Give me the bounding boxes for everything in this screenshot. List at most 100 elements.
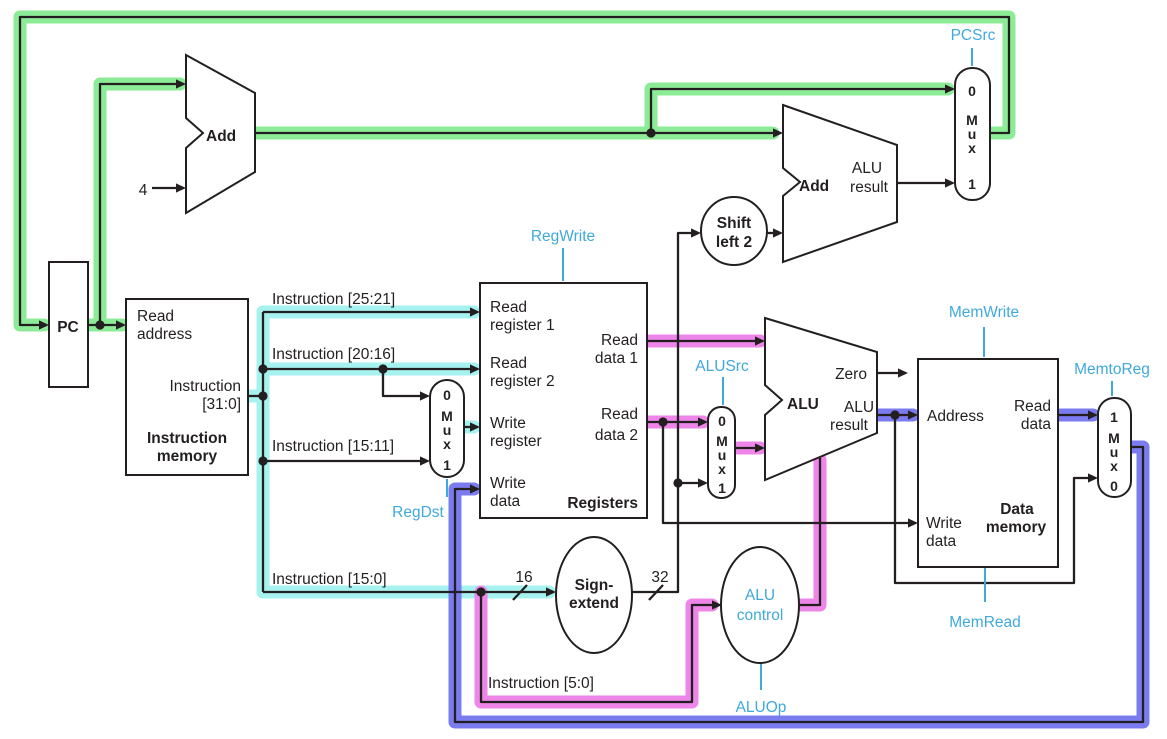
wire-arrowhead bbox=[945, 84, 955, 94]
pcmux-u: u bbox=[968, 126, 977, 142]
branch-adder bbox=[782, 103, 898, 264]
reg-wrb: register bbox=[490, 433, 542, 450]
regdstmux-u: u bbox=[443, 422, 452, 438]
regdstmux-0: 0 bbox=[443, 387, 451, 403]
dmem-name-1: Data bbox=[1000, 501, 1034, 518]
data-memory bbox=[917, 358, 1059, 568]
imem-instr: Instruction bbox=[169, 378, 241, 395]
wire-arrowhead bbox=[698, 478, 708, 488]
wire-slash32 bbox=[648, 584, 664, 601]
label-memwrite: MemWrite bbox=[949, 304, 1019, 321]
wire-pc-loop bbox=[18, 15, 1011, 327]
imem-name-2: memory bbox=[157, 448, 218, 465]
wire-arrowhead bbox=[712, 600, 722, 610]
reg-rd2a: Read bbox=[601, 406, 638, 423]
alu-result-1: ALU bbox=[844, 399, 874, 416]
wire-arrowhead bbox=[470, 422, 480, 432]
wire-arrowhead bbox=[470, 364, 480, 374]
pc-register bbox=[48, 261, 89, 388]
imem-read: Read bbox=[137, 308, 174, 325]
highlight-aluctl-out bbox=[793, 453, 827, 612]
wire-arrowhead bbox=[420, 456, 430, 466]
junction-dot bbox=[258, 391, 268, 401]
text-layer: PCSrc RegWrite RegDst ALUSrc ALUOp MemWr… bbox=[57, 27, 1150, 716]
wire-aluctl-out bbox=[799, 458, 822, 607]
regdst-mux bbox=[429, 379, 465, 478]
wire-arrowhead bbox=[176, 79, 186, 89]
wire-arrowhead bbox=[908, 410, 918, 420]
dmem-rda: Read bbox=[1014, 398, 1051, 415]
wire-arrowhead bbox=[898, 368, 908, 378]
label-memread: MemRead bbox=[949, 614, 1021, 631]
junction-dots bbox=[95, 128, 900, 597]
wire-pc4-to-mux0 bbox=[649, 87, 947, 133]
registers-block bbox=[479, 282, 648, 519]
bus-i50: Instruction [5:0] bbox=[488, 675, 594, 692]
reg-rr1a: Read bbox=[490, 299, 527, 316]
pcmux-x: x bbox=[968, 140, 976, 156]
wire-arrowhead bbox=[470, 307, 480, 317]
wire-readdata2-branch bbox=[661, 422, 910, 525]
bus-i1511: Instruction [15:11] bbox=[272, 438, 394, 455]
imem-name-1: Instruction bbox=[147, 430, 227, 447]
memtoregmux-m: M bbox=[1108, 430, 1120, 446]
wire-slash16 bbox=[512, 584, 528, 601]
shift-label-2: left 2 bbox=[716, 234, 752, 251]
alusrc-mux bbox=[707, 406, 736, 499]
instruction-memory bbox=[125, 298, 249, 476]
alu-unit bbox=[764, 316, 878, 482]
dmem-wda: Write bbox=[926, 515, 962, 532]
reg-wdb: data bbox=[490, 493, 521, 510]
shift-label-1: Shift bbox=[717, 215, 751, 232]
wire-arrowhead bbox=[546, 587, 556, 597]
junction-dot bbox=[673, 478, 683, 488]
pcmux-0: 0 bbox=[968, 83, 976, 99]
bus-i2016: Instruction [20:16] bbox=[272, 346, 395, 363]
width-32: 32 bbox=[651, 569, 668, 586]
bus-i150: Instruction [15:0] bbox=[272, 571, 387, 588]
junction-dot bbox=[258, 364, 268, 374]
branch-add-label: Add bbox=[799, 178, 829, 195]
imem-address: address bbox=[137, 326, 192, 343]
regdstmux-1: 1 bbox=[443, 457, 451, 473]
label-alusrc: ALUSrc bbox=[695, 358, 749, 375]
wire-arrowhead bbox=[945, 178, 955, 188]
pc-label: PC bbox=[57, 319, 79, 336]
reg-rd1a: Read bbox=[601, 332, 638, 349]
wire-arrowhead bbox=[470, 484, 480, 494]
reg-wra: Write bbox=[490, 415, 526, 432]
label-pcsrc: PCSrc bbox=[951, 27, 996, 44]
label-regwrite: RegWrite bbox=[531, 228, 595, 245]
junction-dot bbox=[658, 417, 668, 427]
wire-arrowhead bbox=[420, 391, 430, 401]
bus-i2521: Instruction [25:21] bbox=[272, 291, 395, 308]
wire-arrowhead bbox=[116, 320, 126, 330]
shift-left-2 bbox=[700, 196, 768, 266]
arrowheads bbox=[39, 79, 1098, 610]
wire-arrowhead bbox=[39, 320, 49, 330]
sign-extend-unit bbox=[555, 536, 633, 654]
wire-layer bbox=[18, 15, 1145, 724]
reg-rd2b: data 2 bbox=[595, 427, 638, 444]
reg-wda: Write bbox=[490, 475, 526, 492]
junction-dot bbox=[258, 456, 268, 466]
reg-rr2a: Read bbox=[490, 355, 527, 372]
label-regdst: RegDst bbox=[392, 504, 444, 521]
regdstmux-m: M bbox=[441, 408, 453, 424]
pc-mux bbox=[954, 67, 991, 201]
memtoregmux-x: x bbox=[1110, 458, 1118, 474]
wire-i50 bbox=[479, 592, 714, 704]
alu-label: ALU bbox=[787, 396, 819, 413]
wire-writeback bbox=[453, 445, 1145, 724]
wire-arrowhead bbox=[908, 518, 918, 528]
wire-i2016-branch bbox=[381, 369, 422, 398]
wire-arrowhead bbox=[1088, 473, 1098, 483]
dmem-name-2: memory bbox=[986, 519, 1047, 536]
wire-pc-to-add bbox=[98, 82, 178, 325]
pc-adder bbox=[185, 53, 256, 215]
wire-arrowhead bbox=[1088, 410, 1098, 420]
wire-alu-bypass bbox=[893, 415, 1090, 585]
reg-rd1b: data 1 bbox=[595, 350, 638, 367]
